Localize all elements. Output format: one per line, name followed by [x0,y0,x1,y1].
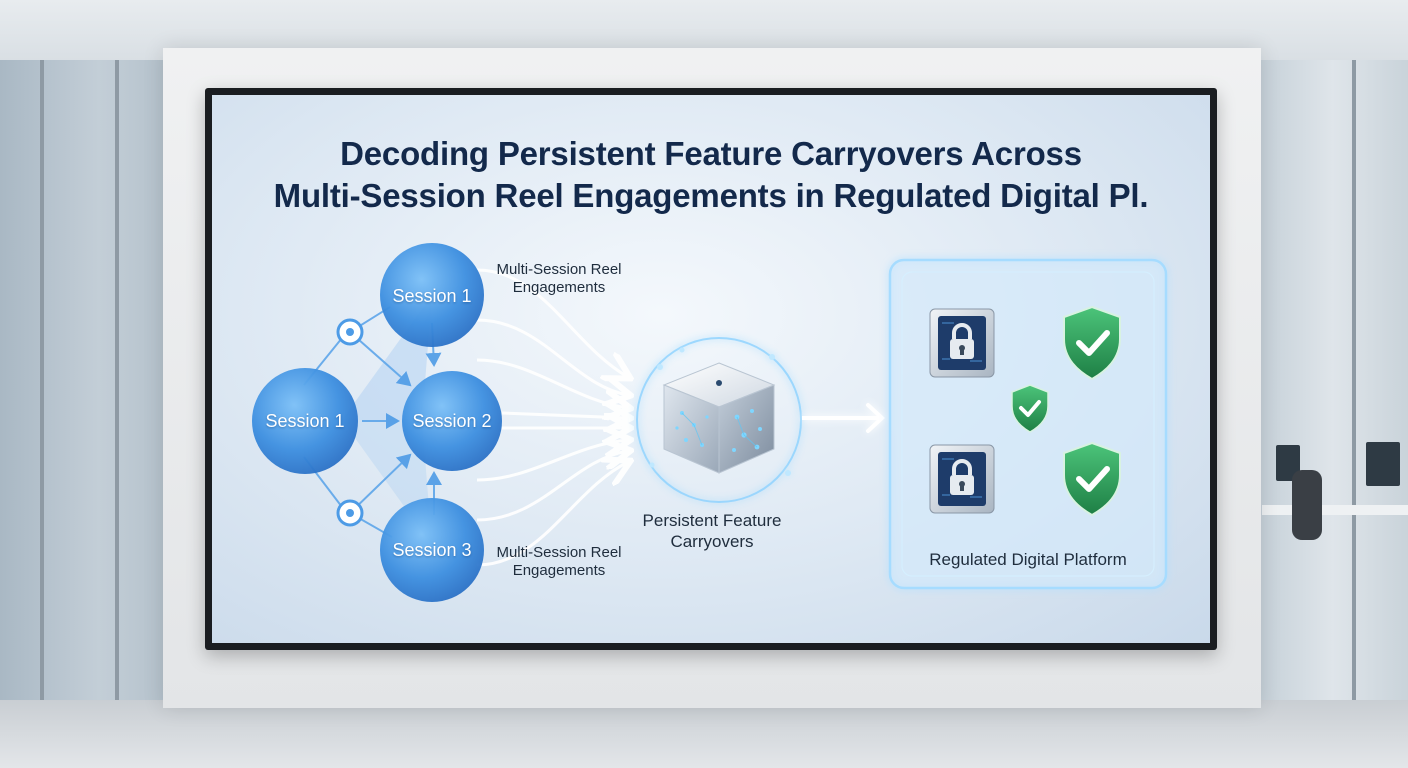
session-node-left [252,368,358,474]
title-line-2: Multi-Session Reel Engagements in Regula… [273,177,1149,214]
floor [0,700,1408,768]
cube-glow-ring [636,337,802,503]
office-desk [1262,505,1408,515]
platform-label: Regulated Digital Platform [929,550,1127,569]
engagement-label-bottom: Multi-Session Reel Engagements [496,544,622,579]
session-node-middle [402,371,502,471]
link-line [349,453,412,514]
glow-dot [649,462,655,468]
glow-dot [657,364,663,370]
session-node-top [380,243,484,347]
session-label-top: Session 1 [392,286,472,306]
target-icon [336,318,364,346]
lock-server-icon [929,444,995,514]
flow-arrow [476,451,628,522]
flow-arrow [501,413,628,418]
page-title: Decoding Persistent Feature Carryovers A… [212,133,1210,217]
core-label: Persistent Feature Carryovers [642,511,782,551]
glow-dot [679,347,685,353]
office-chair [1292,470,1322,540]
shield-check-icon [1063,441,1121,517]
window-mullion [40,60,44,700]
glass-wall-left [0,60,165,700]
flow-arrow [476,358,628,408]
title-line-1: Decoding Persistent Feature Carryovers A… [340,135,1082,172]
session-label-middle: Session 2 [412,411,492,431]
session-label-left: Session 1 [265,411,345,431]
platform-inner-frame [901,271,1155,577]
display-area: Decoding Persistent Feature Carryovers A… [212,95,1210,643]
target-icon [336,499,364,527]
office-monitor [1366,442,1400,486]
glow-dot [769,354,775,360]
window-mullion [1352,60,1356,700]
flow-arrow [476,462,628,567]
flow-arrow [476,318,628,395]
glass-wall-right [1258,60,1408,700]
session-label-bottom: Session 3 [392,540,472,560]
shield-check-icon [1011,384,1049,433]
engagement-label-top: Multi-Session Reel Engagements [496,261,622,296]
window-mullion [115,60,119,700]
flow-arrow [476,268,628,377]
platform-connector-arrow [802,403,885,433]
glow-dot [785,470,791,476]
feature-cube-icon [662,362,776,474]
session-node-bottom [380,498,484,602]
flow-arrow [476,440,628,482]
shield-check-icon [1063,305,1121,381]
flow-diagram [252,243,1168,602]
lock-server-icon [929,308,995,378]
